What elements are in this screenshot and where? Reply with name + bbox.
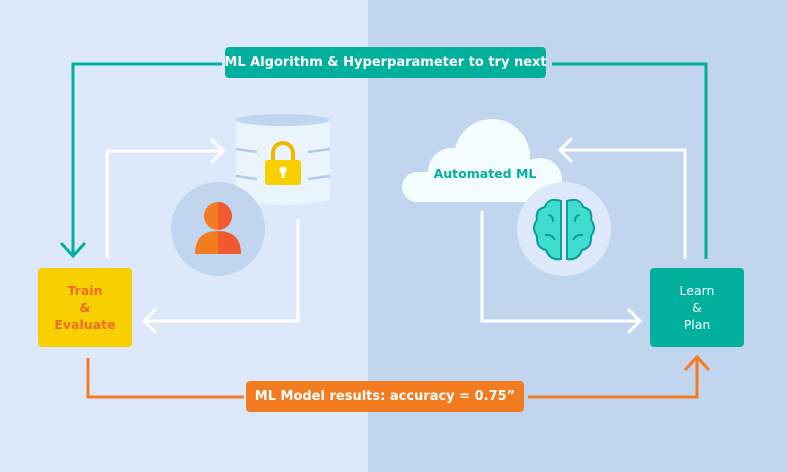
evaluate-line: Evaluate	[54, 317, 116, 332]
teal-arrow-to-train	[59, 62, 222, 259]
brain-circle	[517, 182, 611, 276]
white-arrow-to-cloud	[557, 136, 687, 259]
train-ampersand: &	[79, 300, 91, 315]
automated-ml-label: Automated ML	[433, 166, 537, 181]
brain-icon	[533, 198, 595, 261]
plan-line: Plan	[683, 317, 711, 332]
learn-line: Learn	[679, 283, 715, 298]
teal-line-from-learn	[552, 62, 708, 259]
white-arrow-to-train	[141, 219, 300, 335]
orange-line-from-train	[86, 358, 244, 399]
person-icon	[195, 202, 241, 254]
lock-icon	[265, 141, 301, 185]
database-icon	[235, 114, 331, 205]
learn-plan-box: Learn & Plan	[650, 268, 744, 347]
hyperparameter-label: ML Algorithm & Hyperparameter to try nex…	[224, 47, 547, 78]
white-arrow-to-database	[105, 137, 226, 258]
train-line: Train	[67, 283, 103, 298]
orange-arrow-to-learn	[528, 354, 711, 399]
learn-ampersand: &	[692, 300, 702, 315]
train-evaluate-box: Train & Evaluate	[38, 268, 132, 347]
white-arrow-to-learn	[480, 211, 643, 335]
model-results-label: ML Model results: accuracy = 0.75”	[246, 381, 524, 412]
